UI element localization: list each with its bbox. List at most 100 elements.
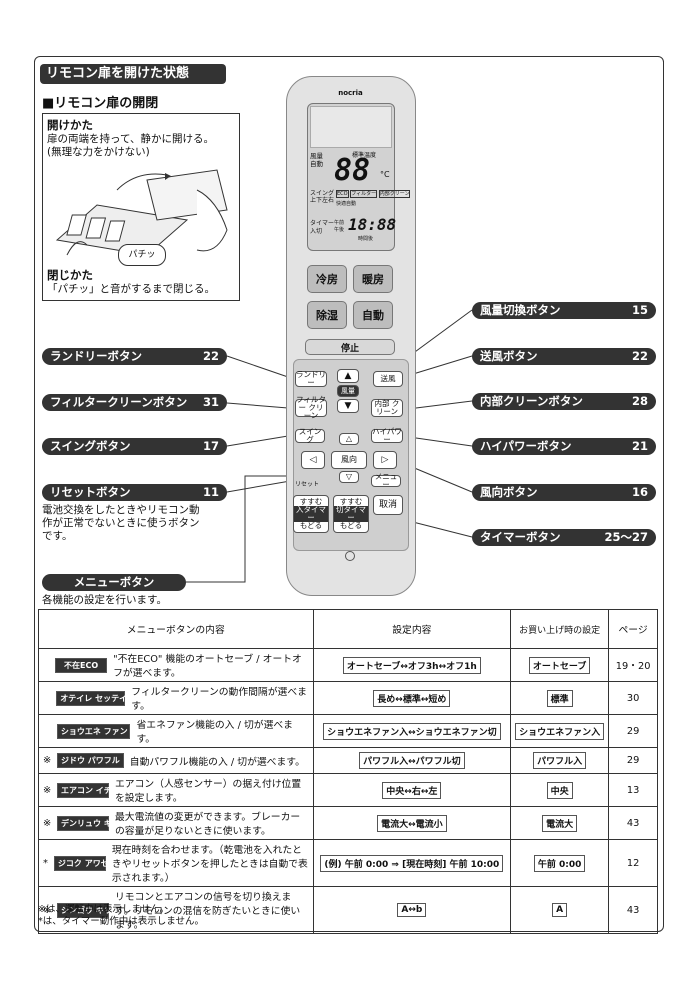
row-description: リモコンとエアコンの信号を切り換えます。リモコンの混信を防ぎたいときに使います。: [115, 892, 301, 931]
row-default: 中央: [546, 781, 573, 799]
row-default-cell: 午前 0:00: [510, 839, 610, 887]
lcd-badges: ECO フィルター 内部クリーン: [336, 190, 411, 198]
click-sound-bubble: パチッ: [118, 244, 166, 266]
row-icon: ショウエネ ファン: [56, 723, 131, 739]
row-content-cell: ショウエネ ファン省エネファン機能の入 / 切が選べます。: [38, 714, 314, 748]
row-icon: オテイレ セッテイ: [56, 690, 127, 706]
dir-down-button[interactable]: ▽: [339, 471, 359, 483]
hipower-button[interactable]: ハイパワー: [371, 427, 403, 444]
row-page: 13: [608, 773, 658, 807]
dry-button[interactable]: 除湿: [307, 301, 347, 329]
fan-button[interactable]: 送風: [373, 371, 403, 387]
row-description: フィルタークリーンの動作間隔が選べます。: [131, 687, 307, 712]
row-page: 29: [608, 714, 658, 748]
lcd-temp-label: 標準温度: [352, 152, 377, 159]
laundry-button[interactable]: ランドリー: [295, 370, 327, 387]
volume-up-button[interactable]: ▲: [337, 369, 359, 383]
table-row: 不在ECO "不在ECO" 機能のオートセーブ / オートオフが選べます。 オートセ…: [38, 648, 658, 682]
lcd-temp-digits: 88: [334, 153, 371, 188]
table-row: *ジコク アワセ現在時刻を合わせます。（乾電池を入れたときやリセットボタンを押し…: [38, 839, 658, 887]
menu-description: 各機能の設定を行います。: [42, 594, 167, 606]
row-icon: デンリュウ キリカエ: [57, 815, 136, 831]
row-default-cell: A: [510, 886, 610, 934]
row-page: 30: [608, 681, 658, 715]
row-settings: 中央↔右↔左: [382, 781, 442, 799]
menu-table: メニューボタンの内容 設定内容 お買い上げ時の設定 ページ 不在ECO"不在EC…: [38, 609, 658, 934]
col-header-page: ページ: [608, 609, 658, 649]
row-description: 現在時刻を合わせます。（乾電池を入れたときやリセットボタンを押したときは自動で表…: [111, 845, 308, 884]
row-default: A: [552, 903, 568, 917]
row-description: 最大電流値の変更ができます。ブレーカーの容量が足りないときに使います。: [115, 812, 301, 837]
off-timer-button[interactable]: すすむ切タイマーもどる: [333, 495, 369, 533]
menu-button[interactable]: メニュー: [371, 473, 401, 489]
col-header-default: お買い上げ時の設定: [510, 609, 610, 649]
dir-right-button[interactable]: ▷: [373, 451, 397, 469]
heat-button[interactable]: 暖房: [353, 265, 393, 293]
open-heading: 開けかた: [47, 118, 93, 132]
row-description: "不在ECO" 機能のオートセーブ / オートオフが選べます。: [113, 654, 302, 679]
row-default: ショウエネファン入: [515, 722, 605, 740]
open-text-2: (無理な力をかけない): [47, 146, 150, 158]
row-settings-cell: ショウエネファン入↔ショウエネファン切: [312, 714, 512, 748]
row-settings: A↔b: [397, 903, 427, 917]
row-default-cell: 標準: [510, 681, 610, 715]
lcd-unit: °C: [380, 170, 390, 179]
callout-menu: メニューボタン: [42, 574, 186, 591]
cancel-button[interactable]: 取消: [373, 495, 403, 515]
lcd-screen: 風量自動 標準温度 88 °C スイング上下左右 ECO フィルター 内部クリー…: [307, 103, 411, 251]
swing-button[interactable]: スイング: [295, 428, 325, 444]
close-heading: 閉じかた: [47, 268, 93, 282]
row-page: 29: [608, 747, 658, 774]
cool-button[interactable]: 冷房: [307, 265, 347, 293]
row-default: 標準: [546, 689, 573, 707]
row-content-cell: オテイレ セッテイフィルタークリーンの動作間隔が選べます。: [38, 681, 314, 715]
open-text-1: 扉の両端を持って、静かに開ける。: [47, 133, 214, 145]
section-title: リモコン扉を開けた状態: [40, 64, 226, 84]
volume-down-button[interactable]: ▼: [337, 399, 359, 413]
auto-button[interactable]: 自動: [353, 301, 393, 329]
reset-description: 電池交換をしたときやリモコン動作が正常でないときに使うボタンです。: [42, 504, 200, 542]
row-icon: ジコク アワセ: [53, 855, 109, 871]
lcd-timer-label: タイマー入切: [310, 220, 335, 235]
inner-clean-button[interactable]: 内部 クリーン: [371, 399, 403, 417]
remote-door-illustration: [55, 169, 228, 256]
row-default: 午前 0:00: [533, 854, 586, 872]
row-settings: 電流大↔電流小: [377, 814, 447, 832]
row-mark: ※: [43, 755, 52, 766]
on-timer-button[interactable]: すすむ入タイマーもどる: [293, 495, 329, 533]
row-page: 43: [608, 886, 658, 934]
volume-label: 風量: [337, 385, 359, 397]
row-icon: ジドウ パワフル: [57, 753, 124, 768]
row-content-cell: ※ジドウ パワフル自動パワフル機能の入 / 切が選べます。: [38, 747, 314, 774]
row-default-cell: ショウエネファン入: [510, 714, 610, 748]
row-settings: オートセーブ↔オフ3h↔オフ1h: [342, 656, 481, 674]
row-settings-cell: (例) 午前 0:00 ⇒ [現在時刻] 午前 10:00: [312, 839, 512, 887]
table-row: ※ デンリュウ キリカエ最大電流値の変更ができます。ブレーカーの容量が足りないとき…: [38, 806, 658, 840]
remote-control: nocria 風量自動 標準温度 88 °C スイング上下左右 ECO フィルタ…: [286, 76, 416, 596]
dir-up-button[interactable]: △: [339, 433, 359, 445]
filter-clean-button[interactable]: フィルター クリーン: [295, 395, 327, 420]
row-content-cell: 不在ECO "不在ECO" 機能のオートセーブ / オートオフが選べます。: [38, 648, 314, 682]
row-mark: ※: [43, 817, 52, 829]
row-default: 電流大: [542, 814, 578, 832]
row-settings: 長め↔標準↔短め: [373, 689, 451, 707]
row-page: 12: [608, 839, 658, 887]
lcd-mode-labels: 風量自動: [310, 152, 323, 168]
lcd-badge-2: 快適自動: [336, 201, 357, 207]
row-description: 省エネファン機能の入 / 切が選べます。: [136, 720, 293, 745]
stop-button[interactable]: 停止: [305, 339, 395, 355]
dir-button[interactable]: 風向: [331, 451, 367, 469]
footnotes: ※は、運転中は表示しません。*は、タイマー動作中は表示しません。: [38, 904, 204, 927]
lcd-top-segment: [310, 106, 392, 148]
table-row: ※エアコン イチエアコン（人感センサー）の据え付け位置を設定します。中央↔右↔左…: [38, 773, 658, 807]
reset-button[interactable]: リセット: [295, 481, 320, 488]
dir-left-button[interactable]: ◁: [301, 451, 325, 469]
row-settings-cell: A↔b: [312, 886, 512, 934]
row-icon: 不在ECO: [55, 657, 108, 673]
